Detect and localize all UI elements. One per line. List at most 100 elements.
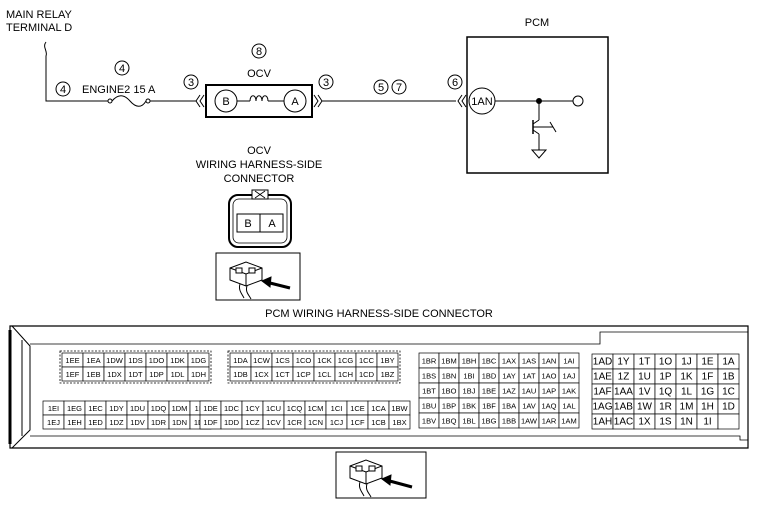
pin-label: 1DS bbox=[128, 356, 143, 365]
pin-label: 1DX bbox=[107, 370, 122, 379]
pin-label: 1BK bbox=[462, 402, 476, 411]
pin-label: 1EA bbox=[86, 356, 100, 365]
circuit: MAIN RELAY TERMINAL D 4 ENGINE2 15 A 4 3… bbox=[6, 9, 609, 174]
pin-label: 1BN bbox=[442, 372, 457, 381]
pcm-connector-title: PCM WIRING HARNESS-SIDE CONNECTOR bbox=[265, 308, 493, 320]
pin-label: 1BX bbox=[392, 418, 406, 427]
pin-label: 1CG bbox=[338, 356, 354, 365]
pin-cell bbox=[388, 414, 411, 430]
pin-label: 1DR bbox=[151, 418, 167, 427]
ocv-connector-pin-a: A bbox=[268, 218, 276, 230]
pin-label: 1U bbox=[638, 372, 651, 383]
latch-mark-2 bbox=[254, 190, 266, 199]
pin-label: 1DM bbox=[172, 404, 188, 413]
pin-cell bbox=[376, 366, 399, 382]
pin-cell bbox=[187, 366, 210, 382]
pcm-box bbox=[466, 36, 609, 174]
pin-label: 1ED bbox=[88, 418, 103, 427]
housing-top-inner bbox=[30, 331, 748, 345]
pin-label: 1CR bbox=[287, 418, 303, 427]
ocv-right-connector-icon bbox=[313, 94, 323, 108]
pin-label: 1CN bbox=[308, 418, 323, 427]
pin-label: 1DC bbox=[224, 404, 240, 413]
pin-label: 1N bbox=[680, 417, 693, 428]
pin-label: 1CU bbox=[266, 404, 281, 413]
ocv-connector-title-line2: WIRING HARNESS-SIDE bbox=[196, 159, 323, 171]
pin-label: 1CE bbox=[350, 404, 365, 413]
pin-label: 1H bbox=[701, 402, 714, 413]
pin-label: 1CC bbox=[359, 356, 375, 365]
wire-callout: 4 bbox=[60, 84, 66, 96]
wire-callout-circle bbox=[55, 81, 71, 97]
pin-label: 1AG bbox=[592, 402, 612, 413]
transistor-mark bbox=[549, 121, 557, 133]
pin-label: 1CT bbox=[275, 370, 290, 379]
pin-label: 1CQ bbox=[287, 404, 303, 413]
pin-label: 1CW bbox=[253, 356, 271, 365]
pin-label: 1E bbox=[701, 357, 714, 368]
pin-label: 1EI bbox=[48, 404, 59, 413]
pin-label: 1DA bbox=[233, 356, 248, 365]
pin-label: 1CA bbox=[371, 404, 386, 413]
pin-cell bbox=[717, 413, 740, 430]
pin-label: 1BC bbox=[482, 357, 497, 366]
back-probe-icon-2 bbox=[349, 459, 413, 498]
pin-label: 1DB bbox=[233, 370, 248, 379]
pin-label: 1CM bbox=[308, 404, 324, 413]
pin-label: 1AW bbox=[521, 417, 538, 426]
pin-label: 1EB bbox=[86, 370, 100, 379]
pin-label: 1BG bbox=[481, 417, 496, 426]
mid-callout-b-circle bbox=[391, 79, 407, 95]
pin-label: 1AK bbox=[562, 387, 576, 396]
ocv-callout-circle bbox=[251, 43, 267, 59]
pin-label: 1CL bbox=[318, 370, 332, 379]
ocv-connector-title-line1: OCV bbox=[247, 145, 272, 157]
transistor-collector-leg bbox=[532, 119, 540, 125]
pin-label: 1BP bbox=[442, 402, 456, 411]
pin-label: 1BU bbox=[422, 402, 437, 411]
pin-label: 1DL bbox=[171, 370, 185, 379]
pin-block-frame bbox=[59, 350, 212, 384]
pin-label: 1BJ bbox=[463, 387, 476, 396]
pin-label: 1F bbox=[702, 372, 714, 383]
pin-label: 1C bbox=[722, 387, 735, 398]
pin-label: 1BI bbox=[463, 372, 474, 381]
pin-label: 1BT bbox=[422, 387, 436, 396]
pin-label: 1AV bbox=[522, 402, 536, 411]
pin-label: 1EF bbox=[66, 370, 80, 379]
fuse-terminal-right bbox=[145, 98, 151, 104]
pin-label: 1O bbox=[659, 357, 673, 368]
pin-label: 1DY bbox=[109, 404, 124, 413]
pin-label: 1X bbox=[638, 417, 651, 428]
pin-label: 1R bbox=[659, 402, 672, 413]
pin-label: 1BV bbox=[422, 417, 436, 426]
pin-label: 1BH bbox=[462, 357, 477, 366]
pin-label: 1Z bbox=[618, 372, 630, 383]
pin-label: 1DW bbox=[106, 356, 124, 365]
pin-label: 1DE bbox=[203, 404, 218, 413]
mid-callout-b: 7 bbox=[396, 82, 402, 94]
ocv-component-box bbox=[205, 84, 313, 118]
ground-icon bbox=[530, 149, 548, 159]
ocv-connector-pin-b: B bbox=[244, 218, 251, 230]
pin-label: 1CZ bbox=[245, 418, 260, 427]
pin-label: 1CY bbox=[245, 404, 260, 413]
pin-block-1-bottom: 1EI1EG1EC1DY1DU1DQ1DM1DI1EJ1EH1ED1DZ1DV1… bbox=[42, 400, 212, 430]
pin-label: 1D bbox=[722, 402, 735, 413]
pin-label: 1DZ bbox=[109, 418, 124, 427]
pin-label: 1I bbox=[703, 417, 711, 428]
pin-label: 1CJ bbox=[330, 418, 344, 427]
fuse-label: ENGINE2 15 A bbox=[82, 84, 156, 96]
pin-label: 1AP bbox=[542, 387, 556, 396]
pin-label: 1AT bbox=[522, 372, 536, 381]
pin-label: 1AH bbox=[593, 417, 612, 428]
pin-label: 1AS bbox=[522, 357, 536, 366]
pin-label: 1BL bbox=[462, 417, 475, 426]
pin-block-frame bbox=[227, 350, 401, 384]
pin-label: 1DF bbox=[203, 418, 218, 427]
pin-label: 1DD bbox=[224, 418, 240, 427]
pin-label: 1CP bbox=[296, 370, 311, 379]
pin-label: 1EC bbox=[88, 404, 103, 413]
